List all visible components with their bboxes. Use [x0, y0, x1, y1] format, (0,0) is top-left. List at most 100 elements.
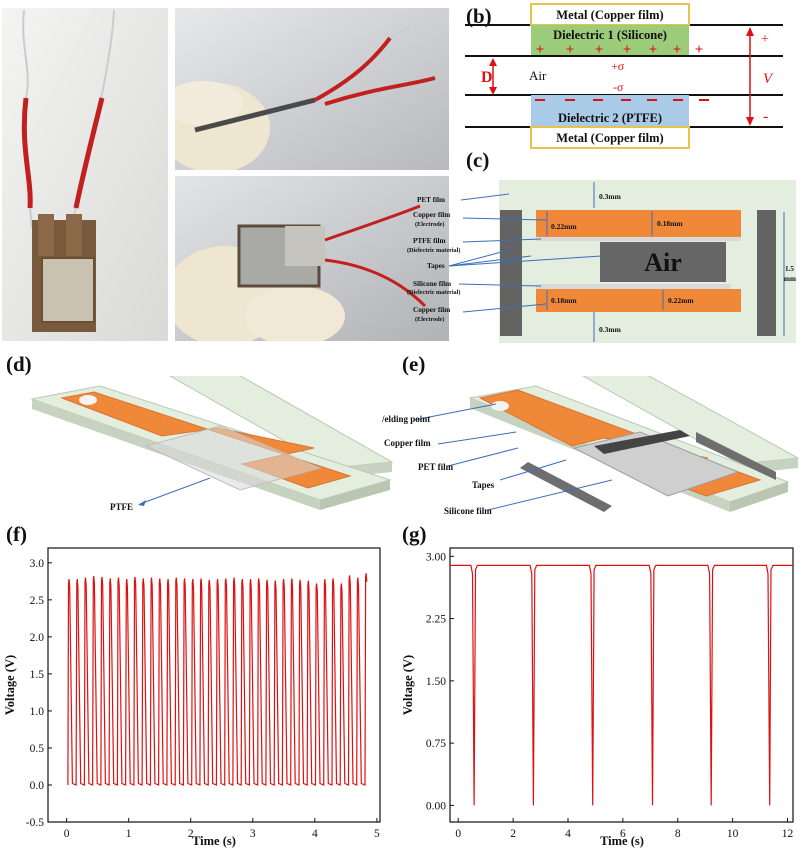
g-ytick-label: 3.00: [426, 551, 446, 563]
y-axis-label-f: Voltage (V): [3, 655, 17, 715]
positive-charges: + + + + + + +: [536, 42, 704, 58]
y-axis-ticks-g: 0.000.751.502.253.00: [426, 551, 454, 812]
plot-area-f: [47, 547, 381, 823]
svg-text:Silicone film: Silicone film: [444, 506, 492, 516]
g-ytick-label: 0.75: [426, 738, 446, 750]
svg-text:D: D: [481, 69, 493, 86]
f-ytick-label: 3.0: [30, 558, 45, 570]
svg-text:PTFE film: PTFE film: [413, 237, 446, 245]
copper-bottom: [536, 289, 741, 312]
f-xtick-label: 5: [374, 828, 380, 840]
f-ytick-label: 2.0: [30, 632, 45, 644]
x-axis-label-f: Time (s): [192, 834, 236, 848]
tape-left: [500, 210, 522, 336]
svg-text:+: +: [695, 42, 704, 58]
panel-label-c: (c): [466, 148, 490, 172]
svg-text:Copper film: Copper film: [413, 306, 450, 314]
g-xtick-label: 2: [510, 828, 516, 840]
plot-area-g: [449, 547, 794, 823]
y-axis-label-g: Voltage (V): [401, 655, 415, 715]
svg-text:+: +: [623, 42, 632, 58]
callout-arrows: [448, 193, 602, 313]
svg-text:1.5: 1.5: [785, 265, 794, 273]
g-ytick-label: 0.00: [426, 800, 446, 812]
svg-text:Silicone film: Silicone film: [413, 280, 451, 288]
svg-text:0.3mm: 0.3mm: [599, 325, 622, 334]
svg-text:0.22mm: 0.22mm: [668, 296, 694, 305]
panel-label-g: (g): [402, 522, 427, 546]
svg-text:0.18mm: 0.18mm: [657, 219, 683, 228]
svg-text:PTFE: PTFE: [110, 502, 133, 512]
triboelectric-model-diagram: Metal (Copper film) Dielectric 1 (Silico…: [465, 3, 783, 149]
tape-right: [757, 210, 776, 336]
photo-device-bent: [175, 8, 449, 170]
f-ytick-label: -0.5: [26, 817, 44, 829]
panel-label-e: (e): [402, 352, 426, 376]
g-xtick-label: 0: [455, 828, 461, 840]
y-axis-ticks-f: -0.5 0.0 0.5 1.0 1.5 2.0 2.5 3.0: [26, 558, 52, 829]
svg-text:V: V: [763, 71, 774, 87]
f-ytick-label: 1.0: [30, 706, 45, 718]
x-axis-ticks-g: 0 2 4 6 8 10 12: [455, 818, 794, 840]
f-xtick-label: 4: [312, 828, 318, 840]
x-axis-label-g: Time (s): [600, 834, 644, 848]
svg-text:(Dielectric material): (Dielectric material): [407, 247, 460, 254]
tape-front: [520, 462, 612, 512]
dimension-arrows: [546, 182, 785, 342]
svg-text:Air: Air: [529, 68, 547, 83]
g-xtick-label: 8: [675, 828, 681, 840]
panel-label-d: (d): [6, 352, 32, 376]
g-ytick-label: 2.25: [426, 614, 446, 626]
svg-text:PET film: PET film: [418, 462, 454, 472]
svg-text:mm: mm: [784, 275, 796, 283]
panel-label-f: (f): [6, 522, 27, 546]
tape-top: [594, 430, 690, 454]
svg-text:/elding point: /elding point: [381, 414, 430, 424]
svg-text:Dielectric 2 (PTFE): Dielectric 2 (PTFE): [558, 111, 662, 125]
device-cross-section: Air PET film Copper film (Electrode) PTF…: [407, 180, 796, 343]
f-ytick-label: 0.5: [30, 743, 45, 755]
f-ytick-label: 2.5: [30, 595, 45, 607]
g-xtick-label: 4: [565, 828, 571, 840]
f-ytick-label: 1.5: [30, 669, 45, 681]
svg-text:-: -: [763, 108, 768, 125]
svg-text:Copper film: Copper film: [413, 211, 450, 219]
f-xtick-label: 3: [250, 828, 256, 840]
g-xtick-label: 10: [727, 828, 739, 840]
air-gap: [600, 242, 726, 282]
ptfe-layer: [531, 95, 689, 127]
svg-text:0.22mm: 0.22mm: [551, 222, 577, 231]
svg-text:+: +: [673, 42, 682, 58]
svg-text:Copper film: Copper film: [384, 438, 431, 448]
svg-text:+: +: [595, 42, 604, 58]
svg-text:0.18mm: 0.18mm: [551, 296, 577, 305]
copper-top: [536, 210, 741, 237]
series-line-g: [450, 564, 793, 806]
photo-device-flat: [2, 8, 168, 341]
g-xtick-label: 6: [620, 828, 626, 840]
svg-text:+: +: [649, 42, 658, 58]
series-line-f: [67, 573, 368, 786]
silicone-layer: [531, 25, 689, 56]
f-xtick-label: 2: [188, 828, 194, 840]
svg-text:-σ: -σ: [613, 80, 624, 94]
ptfe-electrode-3d: PTFE: [30, 376, 394, 512]
metal-bottom-layer: [530, 126, 690, 149]
f-xtick-label: 1: [126, 828, 132, 840]
g-xtick-label: 12: [782, 828, 794, 840]
svg-text:(Electrode): (Electrode): [415, 221, 444, 228]
svg-text:+σ: +σ: [611, 59, 625, 73]
ptfe-film-line: [536, 237, 741, 241]
f-ytick-label: 0.0: [30, 780, 45, 792]
svg-text:PET film: PET film: [417, 196, 445, 204]
svg-text:+: +: [566, 42, 575, 58]
silicone-electrode-3d: /elding point Copper film PET film Tapes…: [381, 376, 800, 516]
svg-text:+: +: [536, 42, 545, 58]
svg-text:Metal (Copper film): Metal (Copper film): [556, 8, 663, 22]
svg-text:(Dielectric material): (Dielectric material): [407, 289, 460, 296]
tape-right: [696, 432, 776, 480]
photo-device-held: [175, 176, 449, 341]
